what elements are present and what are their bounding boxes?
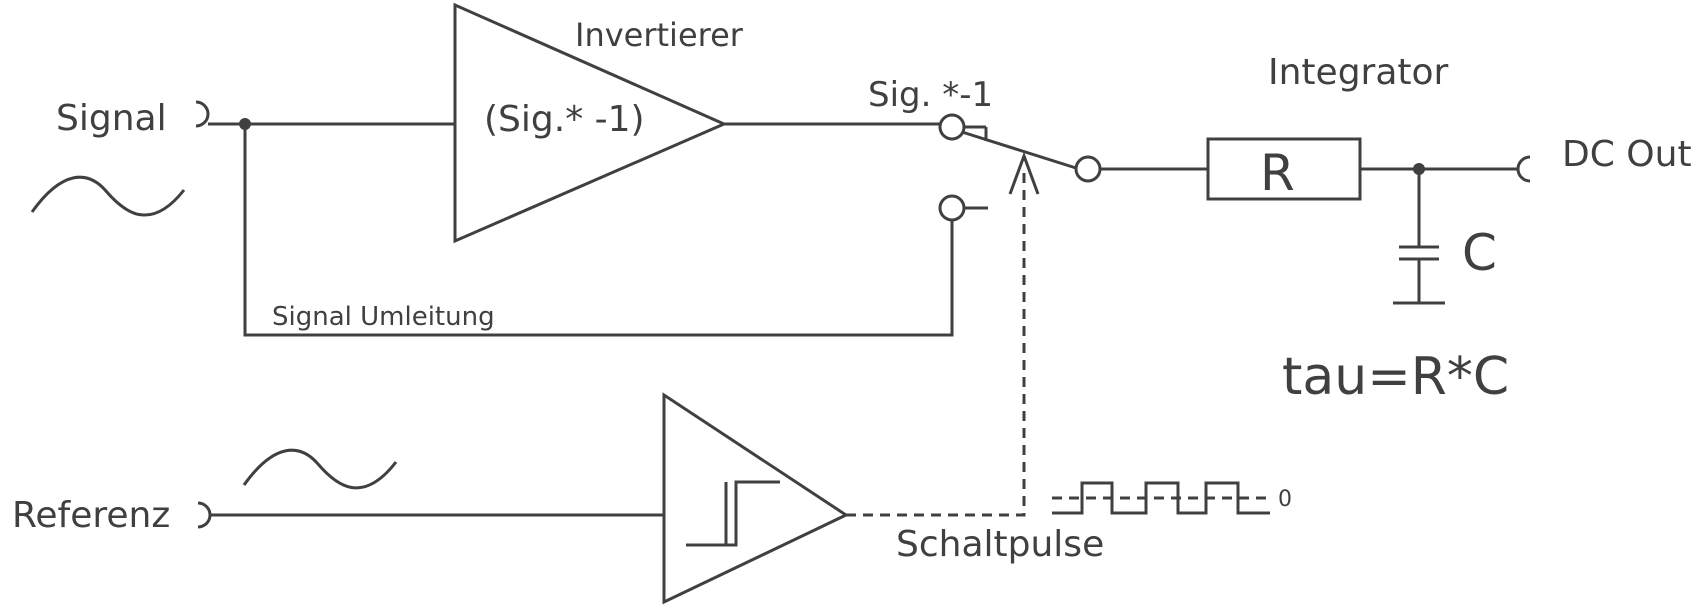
reference-sine-wave-icon (242, 448, 398, 490)
switch-inverted-label: Sig. *-1 (868, 75, 993, 115)
comparator-triangle (662, 392, 850, 605)
signal-input-label: Signal (56, 98, 167, 139)
tau-formula: tau=R*C (1282, 347, 1509, 407)
inverter-title: Invertierer (575, 16, 744, 54)
signal-sine-wave-icon (30, 175, 186, 217)
capacitor-label: C (1462, 224, 1497, 282)
reference-input-terminal (197, 501, 212, 529)
switch-contact-inverted (938, 113, 966, 141)
switch-common-terminal (1074, 155, 1102, 183)
switch-control-arrowhead (1008, 151, 1040, 195)
signal-input-terminal (195, 100, 210, 128)
dc-output-terminal (1516, 155, 1531, 183)
resistor-label: R (1260, 144, 1295, 202)
pulse-zero-label: 0 (1278, 487, 1292, 512)
reference-input-label: Referenz (12, 495, 170, 536)
dc-output-label: DC Out (1562, 134, 1692, 175)
switch-control-dashed-line (846, 172, 1026, 517)
switch-contact-direct (938, 194, 966, 222)
square-pulse-train (1052, 481, 1270, 515)
switch-lever (961, 130, 1077, 170)
inverter-amplifier-triangle (453, 2, 728, 244)
comparator-hysteresis-icon (686, 480, 780, 547)
integrator-title: Integrator (1268, 52, 1449, 93)
signal-bypass-label: Signal Umleitung (272, 302, 495, 332)
switch-pulses-label: Schaltpulse (896, 524, 1104, 565)
inverter-formula: (Sig.* -1) (484, 99, 645, 140)
signal-bypass-wire (243, 124, 954, 337)
